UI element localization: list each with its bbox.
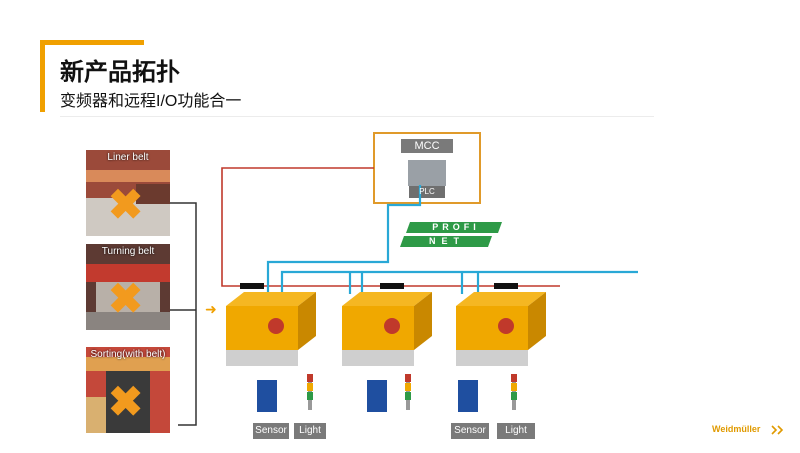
signal-light-amber (405, 383, 411, 391)
signal-light-red (405, 374, 411, 382)
signal-light-red (511, 374, 517, 382)
mcc-title-box (401, 139, 453, 153)
title-divider (60, 116, 654, 117)
connector (240, 283, 264, 289)
mcc-label: MCC (414, 140, 440, 152)
signal-light-amber (307, 383, 313, 391)
light-label: Light (294, 423, 326, 439)
light-label: Light (497, 423, 535, 439)
profinet-logo-icon (400, 222, 502, 247)
photo-sorting-belt: Sorting(with belt) ✖ (86, 347, 170, 433)
drive-module (456, 292, 546, 366)
sensor-device (458, 380, 478, 412)
signal-light-green (511, 392, 517, 400)
photo-bracket (170, 202, 197, 426)
page-subtitle: 变频器和远程I/O功能合一 (60, 93, 242, 110)
plc-label: PLC (419, 187, 435, 196)
sensor-label: Sensor (253, 423, 289, 439)
sensor-device (257, 380, 277, 412)
connector (494, 283, 518, 289)
title-accent-top (40, 40, 144, 45)
weidmuller-logo-icon (771, 425, 784, 435)
x-mark-icon: ✖ (108, 378, 144, 425)
profinet-cable (266, 185, 638, 294)
sensor-device (367, 380, 387, 412)
plc-label-box (409, 186, 445, 198)
x-mark-icon: ✖ (108, 275, 144, 322)
sensor-label: Sensor (451, 423, 489, 439)
drive-module (342, 292, 432, 366)
signal-light-red (307, 374, 313, 382)
photo-liner-belt: Liner belt ✖ (86, 150, 170, 236)
signal-light-amber (511, 383, 517, 391)
drive-module (226, 292, 316, 366)
profinet-text-2: NET (429, 236, 465, 246)
profinet-text-1: PROFI (432, 222, 480, 232)
photo-caption: Sorting(with belt) (90, 349, 166, 360)
plc-unit (408, 160, 446, 186)
photo-turning-belt: Turning belt ✖ (86, 244, 170, 330)
page-title: 新产品拓扑 (60, 59, 180, 86)
connector (380, 283, 404, 289)
signal-light-green (405, 392, 411, 400)
brand-name: Weidmüller (712, 424, 761, 434)
photo-caption: Turning belt (101, 246, 155, 257)
title-accent-bar (40, 40, 45, 112)
input-arrow-icon: ➜ (205, 301, 217, 317)
signal-light-green (307, 392, 313, 400)
x-mark-icon: ✖ (108, 181, 144, 228)
photo-caption: Liner belt (107, 152, 149, 163)
